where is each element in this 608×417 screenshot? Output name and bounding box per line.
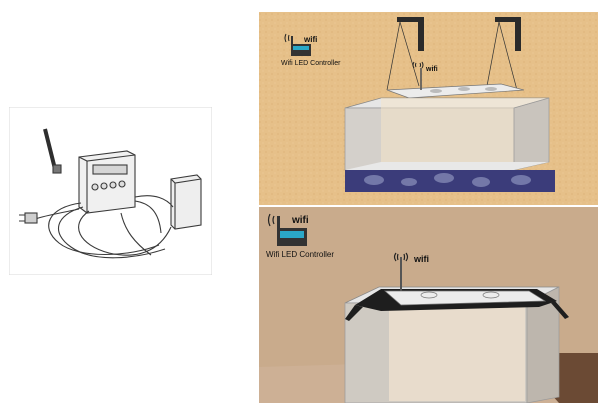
wifi-controller-icon — [267, 213, 307, 246]
controller-sketch-image — [9, 107, 212, 275]
aquarium-mounted-light-illustration — [259, 207, 598, 403]
wifi-signal-icon — [393, 252, 409, 262]
wifi-label-bottom-device: wifi — [414, 254, 429, 264]
wifi-label-top-small: wifi — [304, 35, 318, 44]
aquarium-hanging-light-illustration — [259, 12, 598, 205]
wifi-label-bottom-small: wifi — [292, 215, 309, 226]
wifi-label-top-device: wifi — [426, 66, 438, 73]
wifi-signal-icon — [412, 61, 424, 69]
wifi-controller-icon — [284, 33, 311, 56]
controller-label-bottom: Wifi LED Controller — [266, 250, 335, 259]
controller-label-top: Wifi LED Controller — [281, 60, 341, 67]
